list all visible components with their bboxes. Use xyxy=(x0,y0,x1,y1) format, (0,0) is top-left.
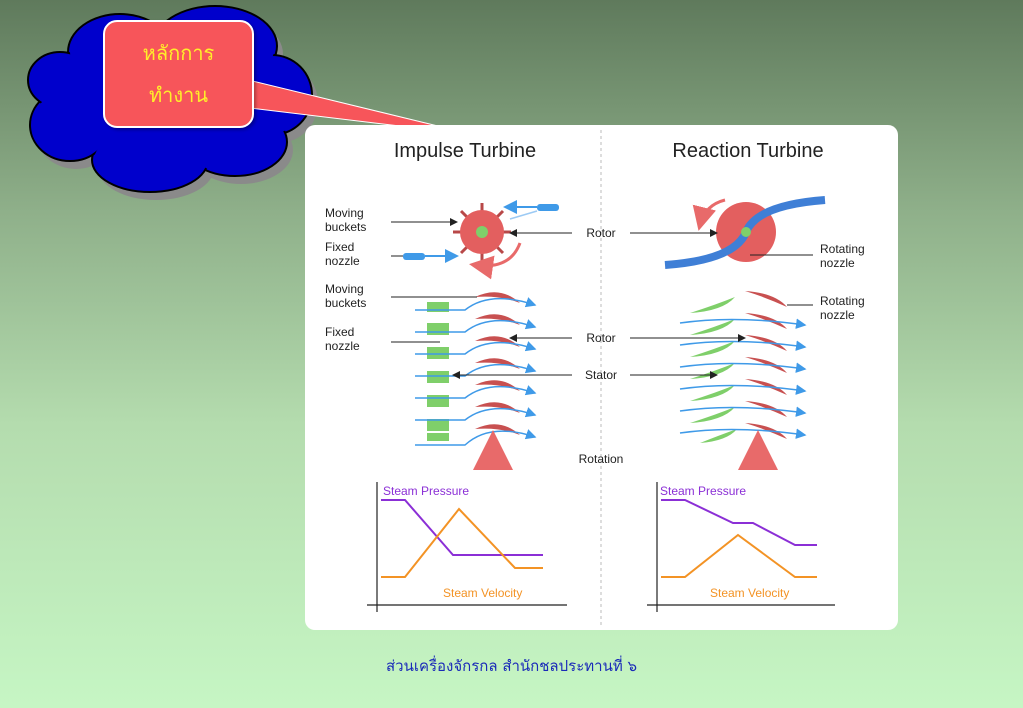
impulse-graph: Steam Pressure Steam Velocity xyxy=(367,482,567,612)
fixed-nozzle-label-1a: Fixed xyxy=(325,240,354,254)
leader-lines xyxy=(391,218,813,379)
reaction-graph: Steam Pressure Steam Velocity xyxy=(647,482,835,612)
reaction-rotor-wheel xyxy=(664,196,826,269)
impulse-pressure-label: Steam Pressure xyxy=(383,484,469,498)
reaction-pressure-label: Steam Pressure xyxy=(660,484,746,498)
impulse-velocity-line xyxy=(381,507,543,578)
reaction-pressure-line xyxy=(661,499,817,546)
rotating-nozzle-label-1b: nozzle xyxy=(820,256,855,270)
callout-box: หลักการ ทำงาน xyxy=(103,20,254,128)
callout-line-2: ทำงาน xyxy=(148,83,209,107)
reaction-velocity-line xyxy=(661,533,817,578)
moving-buckets-label-1a: Moving xyxy=(325,206,364,220)
impulse-rotor-wheel xyxy=(403,200,559,280)
fixed-nozzle-label-2a: Fixed xyxy=(325,325,354,339)
stator-label: Stator xyxy=(585,368,617,382)
callout-line-1: หลักการ xyxy=(142,41,215,65)
footer-text: ส่วนเครื่องจักรกล สำนักชลประทานที่ ๖ xyxy=(385,657,637,675)
rotor-label-middle: Rotor xyxy=(586,331,615,345)
moving-buckets-label-2a: Moving xyxy=(325,282,364,296)
rotating-nozzle-label-1a: Rotating xyxy=(820,242,865,256)
fixed-nozzle-label-2b: nozzle xyxy=(325,339,360,353)
turbine-diagram: Impulse Turbine Reaction Turbine xyxy=(305,125,898,630)
impulse-velocity-label: Steam Velocity xyxy=(443,586,522,600)
impulse-title: Impulse Turbine xyxy=(394,140,536,162)
reaction-blade-rows xyxy=(679,291,807,470)
rotating-nozzle-label-2b: nozzle xyxy=(820,308,855,322)
fixed-nozzle-label-1b: nozzle xyxy=(325,254,360,268)
rotating-nozzle-label-2a: Rotating xyxy=(820,294,865,308)
moving-buckets-label-2b: buckets xyxy=(325,296,366,310)
rotor-label-top: Rotor xyxy=(586,226,615,240)
impulse-blade-rows xyxy=(415,292,537,470)
moving-buckets-label-1b: buckets xyxy=(325,220,366,234)
reaction-title: Reaction Turbine xyxy=(672,140,823,162)
rotation-label: Rotation xyxy=(579,452,624,466)
impulse-pressure-line xyxy=(381,499,543,556)
reaction-velocity-label: Steam Velocity xyxy=(710,586,789,600)
